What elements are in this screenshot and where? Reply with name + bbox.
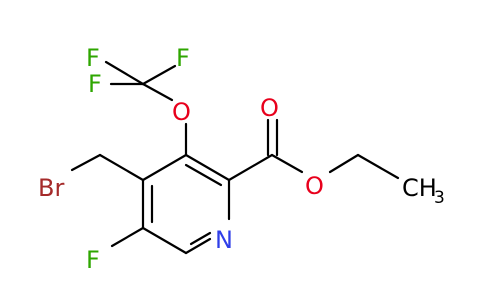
bond-c6-n	[184, 237, 212, 255]
atom-n-ring: N	[215, 226, 233, 254]
bond-c2-carbonyl	[227, 153, 274, 182]
bond-oester-ch2	[328, 153, 360, 174]
atom-o-carbonyl: O	[260, 94, 279, 122]
bond-c3-c4	[141, 153, 188, 182]
atom-o-ether: O	[172, 98, 191, 126]
bond-ch2-ch3	[356, 153, 400, 180]
bond-c2-c3-inner	[184, 163, 223, 187]
atom-f-ring: F	[86, 246, 100, 274]
bond-ch2-br	[70, 153, 102, 172]
atom-ch3-subscript: 3	[434, 188, 445, 208]
bond-c5-f	[110, 226, 145, 248]
bond-cf3-f-top-right	[141, 64, 177, 86]
bond-cf3-f-top-left	[104, 60, 145, 86]
atom-br: Br	[38, 174, 64, 202]
bond-carbonyl-oester	[270, 153, 304, 174]
bond-c2-c3	[184, 153, 231, 182]
atom-f-left: F	[88, 70, 102, 98]
bond-c5-c6	[141, 226, 188, 255]
atom-f-top-right: F	[176, 44, 190, 72]
bond-c6-n-inner	[189, 231, 212, 246]
atom-f-top-left: F	[86, 44, 100, 72]
atom-ch3: CH	[402, 174, 437, 202]
pyridine-ring	[141, 153, 231, 255]
bond-o-cf3	[141, 82, 174, 102]
bond-c4-ch2	[98, 153, 145, 182]
atom-o-ester: O	[305, 172, 324, 200]
